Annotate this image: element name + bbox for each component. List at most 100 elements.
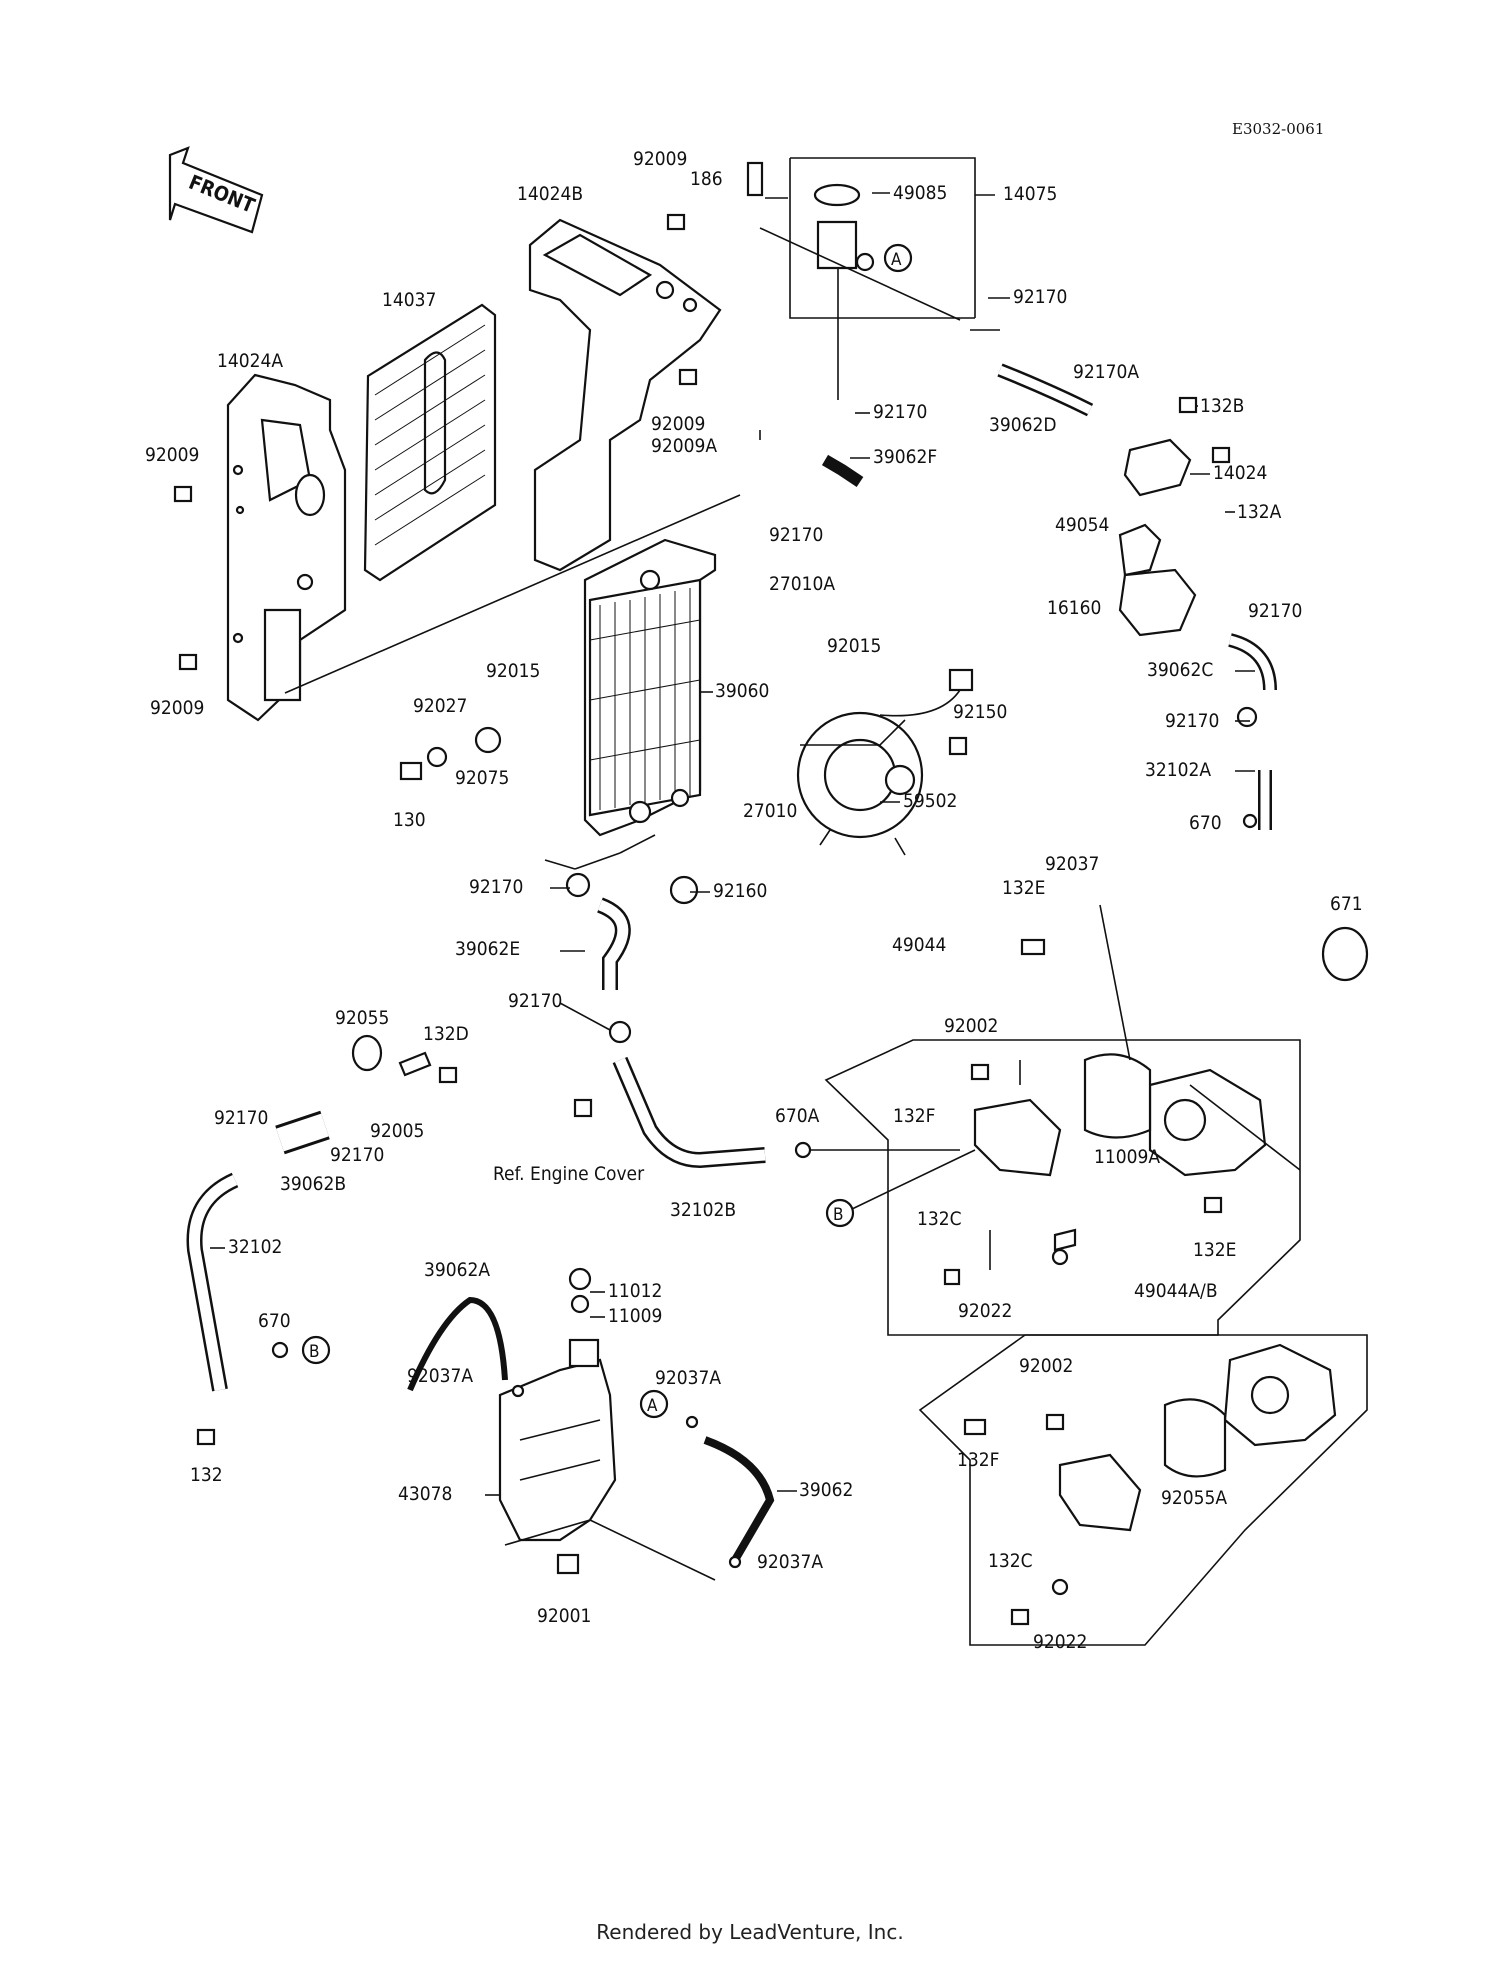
label-92037A: 92037A <box>655 1367 721 1389</box>
label-11009A: 11009A <box>1094 1146 1160 1168</box>
label-92170: 92170 <box>508 990 562 1012</box>
label-132B: 132B <box>1200 395 1244 417</box>
label-92002: 92002 <box>944 1015 998 1037</box>
label-132E: 132E <box>1193 1239 1236 1261</box>
label-92037: 92037 <box>1045 853 1099 875</box>
label-39060: 39060 <box>715 680 769 702</box>
callout-a-bottom: A <box>639 1389 669 1419</box>
label-27010: 27010 <box>743 800 797 822</box>
radiator-part <box>583 538 717 837</box>
label-32102B: 32102B <box>670 1199 736 1221</box>
shroud-upper-part <box>528 218 722 572</box>
label-39062C: 39062C <box>1147 659 1213 681</box>
label-671: 671 <box>1330 893 1363 915</box>
thermostat-housing-part <box>1118 438 1197 637</box>
label-92170: 92170 <box>469 876 523 898</box>
label-43078: 43078 <box>398 1483 452 1505</box>
label-39062A: 39062A <box>424 1259 490 1281</box>
radiator-screen-part <box>363 303 497 582</box>
label-92001: 92001 <box>537 1605 591 1627</box>
label-132F: 132F <box>957 1449 999 1471</box>
label-39062D: 39062D <box>989 414 1057 436</box>
fan-motor-part <box>796 668 974 856</box>
label-92027: 92027 <box>413 695 467 717</box>
label-11009: 11009 <box>608 1305 662 1327</box>
label-49085: 49085 <box>893 182 947 204</box>
label-49044AB: 49044A/B <box>1134 1280 1218 1302</box>
label-39062E: 39062E <box>455 938 520 960</box>
label-92009: 92009 <box>150 697 204 719</box>
label-132: 132 <box>190 1464 223 1486</box>
filler-neck-box <box>789 157 995 400</box>
label-92015: 92015 <box>486 660 540 682</box>
label-14024: 14024 <box>1213 462 1267 484</box>
svg-text:A: A <box>647 1396 658 1416</box>
label-49054: 49054 <box>1055 514 1109 536</box>
ref-engine-cover-note: Ref. Engine Cover <box>493 1163 645 1185</box>
label-132E: 132E <box>1002 877 1045 899</box>
label-92170: 92170 <box>330 1144 384 1166</box>
label-11012: 11012 <box>608 1280 662 1302</box>
label-49044: 49044 <box>892 934 946 956</box>
svg-text:B: B <box>309 1342 320 1362</box>
label-132C: 132C <box>917 1208 962 1230</box>
label-92009: 92009 <box>633 148 687 170</box>
label-670: 670 <box>1189 812 1222 834</box>
label-92075: 92075 <box>455 767 509 789</box>
label-14024A: 14024A <box>217 350 283 372</box>
front-arrow-icon: FRONT <box>168 146 264 234</box>
label-92150: 92150 <box>953 701 1007 723</box>
label-92022: 92022 <box>958 1300 1012 1322</box>
label-16160: 16160 <box>1047 597 1101 619</box>
label-92009: 92009 <box>145 444 199 466</box>
label-92170: 92170 <box>769 524 823 546</box>
label-130: 130 <box>393 809 426 831</box>
label-27010A: 27010A <box>769 573 835 595</box>
label-92170: 92170 <box>1013 286 1067 308</box>
label-186: 186 <box>690 168 723 190</box>
label-92170A: 92170A <box>1073 361 1139 383</box>
label-92009: 92009 <box>651 413 705 435</box>
label-14037: 14037 <box>382 289 436 311</box>
label-59502: 59502 <box>903 790 957 812</box>
label-39062: 39062 <box>799 1479 853 1501</box>
label-92037A: 92037A <box>407 1365 473 1387</box>
label-132F: 132F <box>893 1105 935 1127</box>
shroud-left-part <box>226 373 347 722</box>
label-14075: 14075 <box>1003 183 1057 205</box>
label-92055: 92055 <box>335 1007 389 1029</box>
label-39062F: 39062F <box>873 446 937 468</box>
label-92002: 92002 <box>1019 1355 1073 1377</box>
label-92022: 92022 <box>1033 1631 1087 1653</box>
label-92170: 92170 <box>1248 600 1302 622</box>
o-ring-671 <box>1321 926 1369 982</box>
callout-b-mid: B <box>825 1198 855 1228</box>
label-670A: 670A <box>775 1105 820 1127</box>
reservoir-tank-part <box>498 1338 617 1542</box>
label-92170: 92170 <box>214 1107 268 1129</box>
svg-text:B: B <box>833 1205 844 1225</box>
label-132A: 132A <box>1237 501 1282 523</box>
label-132C: 132C <box>988 1550 1033 1572</box>
label-92037A: 92037A <box>757 1551 823 1573</box>
label-39062B: 39062B <box>280 1173 346 1195</box>
rendered-by-footer: Rendered by LeadVenture, Inc. <box>596 1920 904 1944</box>
callout-b-left: B <box>301 1335 331 1365</box>
label-92009A: 92009A <box>651 435 717 457</box>
water-pump-assembly <box>824 1039 1301 1336</box>
label-32102: 32102 <box>228 1236 282 1258</box>
svg-text:A: A <box>891 250 902 270</box>
diagram-code: E3032-0061 <box>1232 120 1324 138</box>
callout-a-top: A <box>883 243 913 273</box>
label-670: 670 <box>258 1310 291 1332</box>
label-132D: 132D <box>423 1023 469 1045</box>
label-92170: 92170 <box>873 401 927 423</box>
water-pump-ab-assembly <box>918 1334 1368 1646</box>
label-92015: 92015 <box>827 635 881 657</box>
label-92005: 92005 <box>370 1120 424 1142</box>
label-32102A: 32102A <box>1145 759 1211 781</box>
label-92055A: 92055A <box>1161 1487 1227 1509</box>
label-92160: 92160 <box>713 880 767 902</box>
label-92170: 92170 <box>1165 710 1219 732</box>
